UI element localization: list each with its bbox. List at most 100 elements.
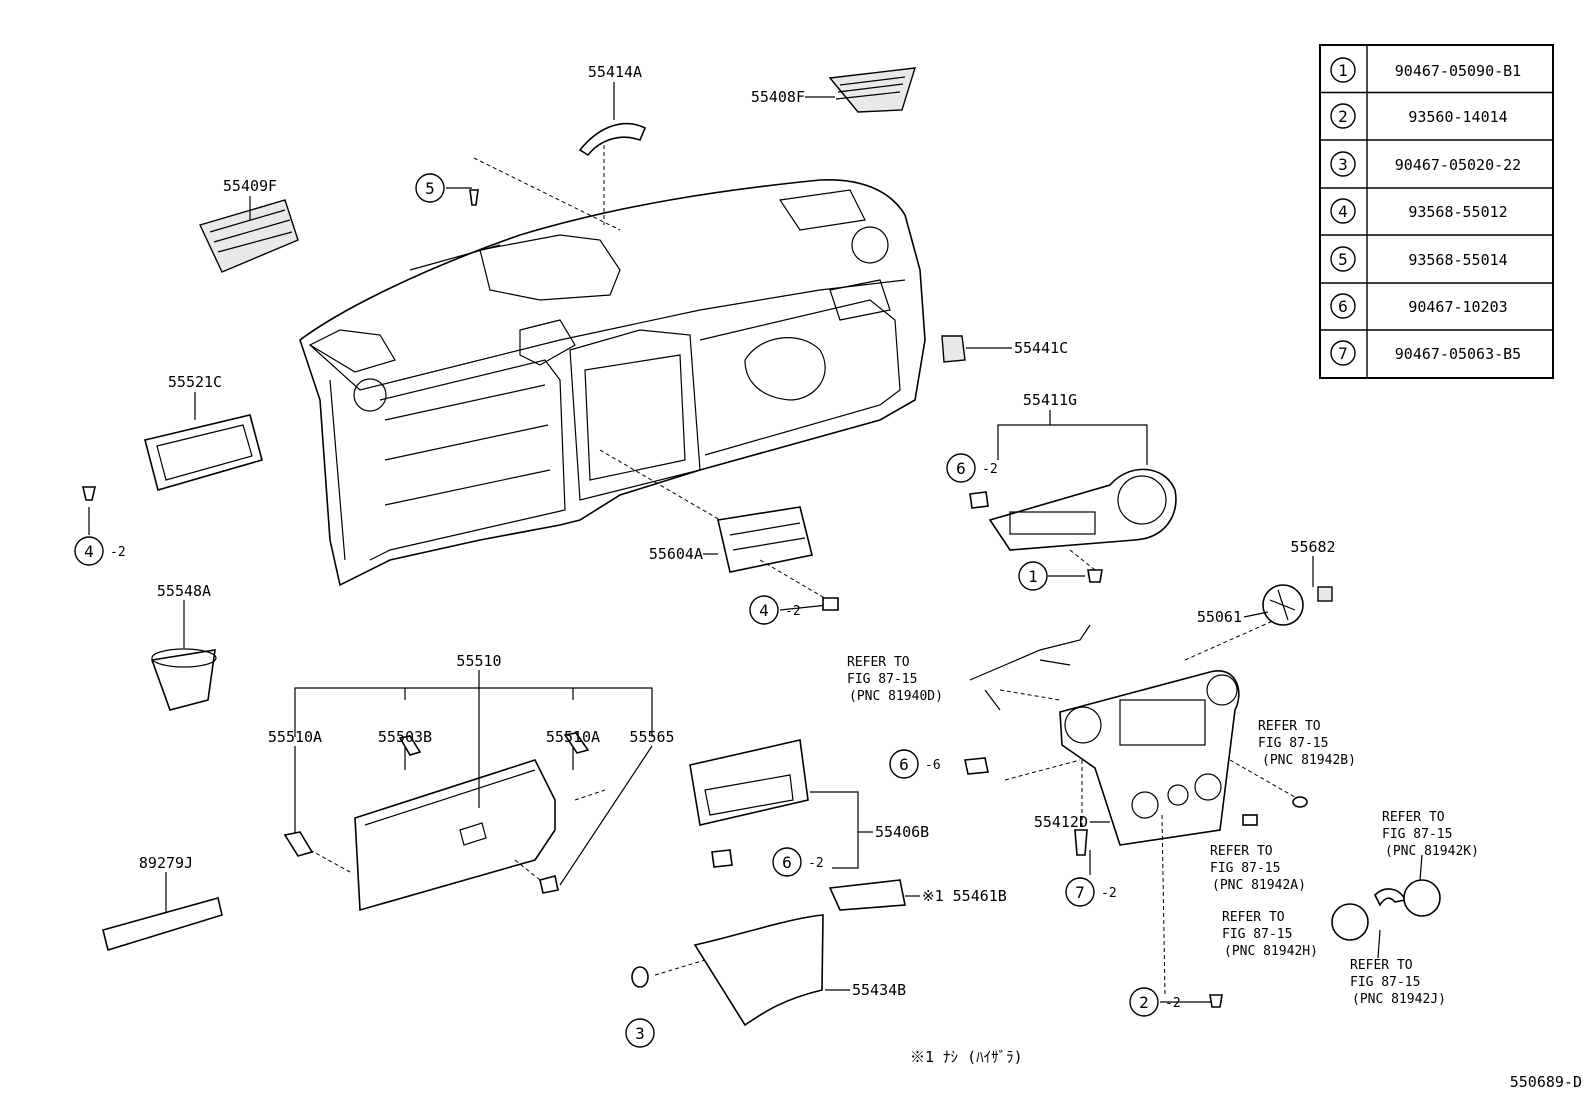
label-55412D: 55412D <box>1034 813 1088 831</box>
svg-text:FIG 87-15: FIG 87-15 <box>1382 827 1452 842</box>
label-55461B: ※1 55461B <box>922 887 1007 905</box>
svg-text:3: 3 <box>635 1024 645 1043</box>
refer-notes: REFER TO FIG 87-15 (PNC 81940D) REFER TO… <box>847 655 1479 1007</box>
svg-text:5: 5 <box>425 179 435 198</box>
table-row-part: 90467-05063-B5 <box>1395 345 1521 363</box>
refer-note-81942H: REFER TO FIG 87-15 (PNC 81942H) <box>1222 910 1318 959</box>
refer-note-81942A: REFER TO FIG 87-15 (PNC 81942A) <box>1210 844 1306 893</box>
label-55565: 55565 <box>629 728 674 746</box>
table-row-num: 6 <box>1338 297 1348 316</box>
svg-text:FIG 87-15: FIG 87-15 <box>847 672 917 687</box>
instrument-panel-drawing <box>299 179 926 587</box>
svg-text:FIG 87-15: FIG 87-15 <box>1350 975 1420 990</box>
svg-text:(PNC 81942A): (PNC 81942A) <box>1212 878 1306 893</box>
svg-text:4: 4 <box>84 542 94 561</box>
callouts: 5 4 -2 4 -2 6 -2 1 6 -6 6 -2 <box>74 173 1181 1048</box>
part-55604A-drawing <box>717 506 813 573</box>
callout-5: 5 <box>415 173 445 203</box>
label-55503B: 55503B <box>378 728 432 746</box>
table-row-num: 3 <box>1338 155 1348 174</box>
part-number-table: 1 90467-05090-B1 2 93560-14014 3 90467-0… <box>1319 44 1554 379</box>
table-row-part: 93568-55012 <box>1408 203 1507 221</box>
svg-text:FIG 87-15: FIG 87-15 <box>1258 736 1328 751</box>
part-55061-drawing <box>1262 584 1304 626</box>
table-row: 3 90467-05020-22 <box>1330 151 1521 177</box>
table-row-part: 90467-05090-B1 <box>1395 62 1521 80</box>
svg-text:REFER TO: REFER TO <box>1222 910 1285 925</box>
part-55521C-drawing <box>144 414 263 491</box>
part-55411G-drawing <box>988 468 1177 551</box>
label-55521C: 55521C <box>168 373 222 391</box>
table-row-num: 5 <box>1338 250 1348 269</box>
label-55061: 55061 <box>1197 608 1242 626</box>
svg-text:-2: -2 <box>1101 886 1117 901</box>
svg-text:FIG 87-15: FIG 87-15 <box>1222 927 1292 942</box>
part-55409F-drawing <box>199 199 299 273</box>
refer-note-81942J: REFER TO FIG 87-15 (PNC 81942J) <box>1350 958 1446 1007</box>
part-55408F-drawing <box>828 67 916 113</box>
svg-text:FIG 87-15: FIG 87-15 <box>1210 861 1280 876</box>
part-55682-drawing <box>1317 586 1333 602</box>
svg-text:REFER TO: REFER TO <box>1258 719 1321 734</box>
refer-note-81942B: REFER TO FIG 87-15 (PNC 81942B) <box>1258 719 1356 768</box>
label-55408F: 55408F <box>751 88 805 106</box>
label-55548A: 55548A <box>157 582 211 600</box>
callout-2: 2 -2 <box>1129 987 1181 1017</box>
part-55434B-drawing <box>693 914 824 1027</box>
label-55411G: 55411G <box>1023 391 1077 409</box>
svg-text:REFER TO: REFER TO <box>1210 844 1273 859</box>
table-row: 1 90467-05090-B1 <box>1330 57 1521 83</box>
part-55441C-drawing <box>941 335 966 363</box>
svg-text:6: 6 <box>782 853 792 872</box>
label-55434B: 55434B <box>852 981 906 999</box>
part-labels: 55414A 55408F 55409F 55441C 55411G 55521… <box>139 63 1336 999</box>
svg-text:-2: -2 <box>110 545 126 560</box>
table-row-num: 7 <box>1338 344 1348 363</box>
table-row-part: 93560-14014 <box>1408 108 1507 126</box>
svg-text:REFER TO: REFER TO <box>1382 810 1445 825</box>
svg-text:6: 6 <box>956 459 966 478</box>
svg-text:REFER TO: REFER TO <box>847 655 910 670</box>
part-81940D-drawing <box>969 624 1091 711</box>
label-55510A-left: 55510A <box>268 728 322 746</box>
table-row-part: 90467-10203 <box>1408 298 1507 316</box>
part-55406B-drawing <box>689 739 809 826</box>
svg-text:(PNC 81942H): (PNC 81942H) <box>1224 944 1318 959</box>
table-row: 4 93568-55012 <box>1330 198 1508 224</box>
callout-3: 3 <box>625 1018 655 1048</box>
svg-text:6: 6 <box>899 755 909 774</box>
svg-text:7: 7 <box>1075 883 1085 902</box>
svg-text:(PNC 81942K): (PNC 81942K) <box>1385 844 1479 859</box>
label-55409F: 55409F <box>223 177 277 195</box>
table-row-num: 4 <box>1338 202 1348 221</box>
svg-text:(PNC 81942B): (PNC 81942B) <box>1262 753 1356 768</box>
label-55406B: 55406B <box>875 823 929 841</box>
svg-text:-2: -2 <box>1165 996 1181 1011</box>
svg-text:-6: -6 <box>925 758 941 773</box>
table-row-part: 93568-55014 <box>1408 251 1507 269</box>
svg-text:2: 2 <box>1139 993 1149 1012</box>
part-55548A-drawing <box>150 648 217 711</box>
callout-1: 1 <box>1018 561 1048 591</box>
table-row: 6 90467-10203 <box>1330 293 1508 319</box>
callout-6-bottom: 6 -2 <box>772 847 824 877</box>
svg-text:4: 4 <box>759 601 769 620</box>
table-row: 5 93568-55014 <box>1330 246 1508 272</box>
dashed-lines <box>309 145 1301 996</box>
label-55414A: 55414A <box>588 63 642 81</box>
label-55510: 55510 <box>456 652 501 670</box>
label-89279J: 89279J <box>139 854 193 872</box>
svg-text:-2: -2 <box>982 462 998 477</box>
part-55414A-drawing <box>578 122 647 157</box>
callout-6-mid: 6 -6 <box>889 749 941 779</box>
svg-text:(PNC 81942J): (PNC 81942J) <box>1352 992 1446 1007</box>
part-55510-glovebox-drawing <box>354 759 556 912</box>
label-55682: 55682 <box>1290 538 1335 556</box>
svg-text:-2: -2 <box>808 856 824 871</box>
label-55510A-right: 55510A <box>546 728 600 746</box>
refer-note-81940D: REFER TO FIG 87-15 (PNC 81940D) <box>847 655 943 704</box>
part-89279J-drawing <box>102 897 223 952</box>
table-row: 2 93560-14014 <box>1330 103 1508 129</box>
